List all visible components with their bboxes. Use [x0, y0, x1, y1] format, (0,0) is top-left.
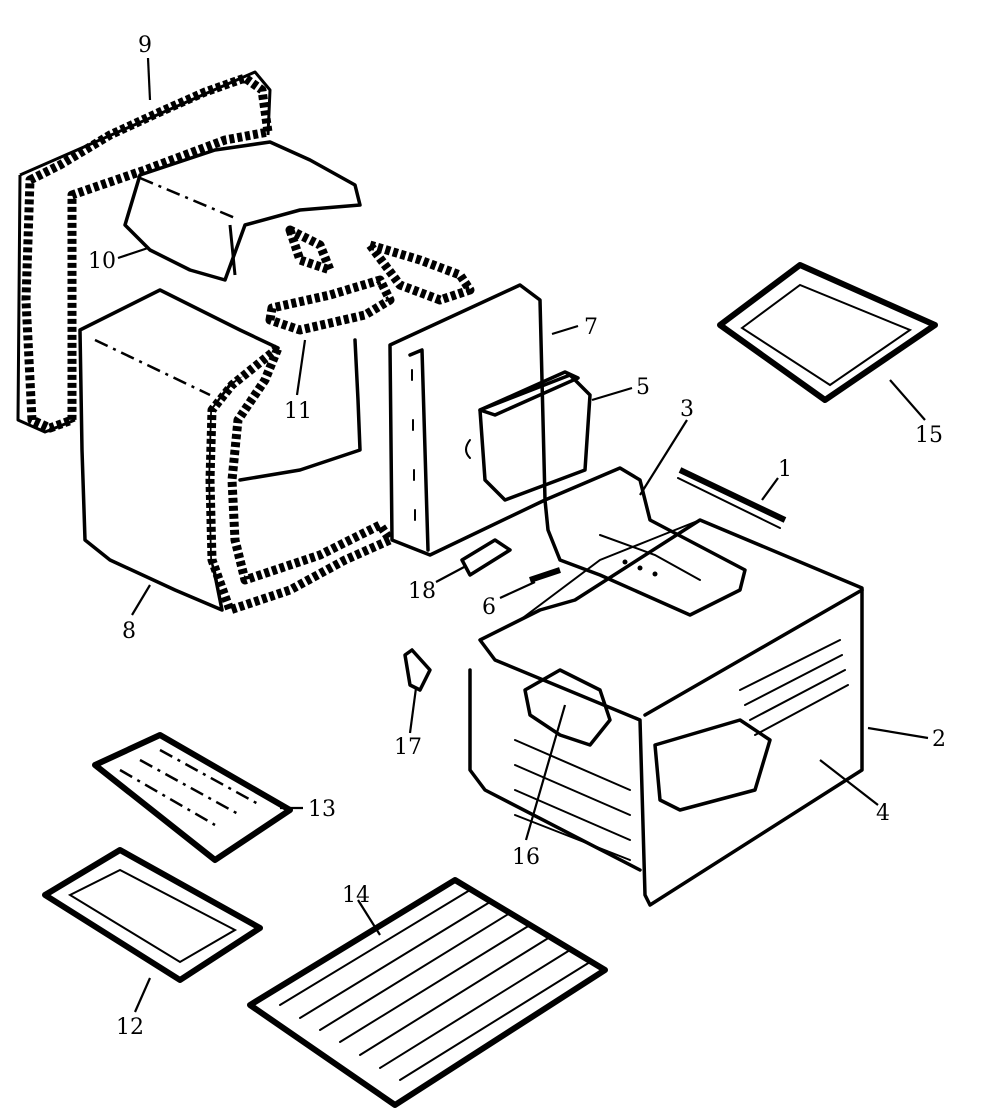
label-15: 15 [915, 423, 943, 448]
label-17: 17 [394, 735, 422, 760]
part-12-pan [42, 847, 263, 983]
part-8-wrap-insulation [78, 240, 475, 615]
label-14: 14 [342, 883, 370, 908]
label-7: 7 [584, 315, 598, 340]
part-13-grate [92, 732, 293, 863]
part-15-frame [717, 262, 938, 403]
leader-lines [117, 57, 929, 1013]
part-6-rod [529, 567, 561, 583]
part-5-vent [465, 370, 592, 502]
label-10: 10 [88, 249, 116, 274]
part-1-bar [677, 467, 787, 529]
label-16: 16 [512, 845, 540, 870]
label-18: 18 [408, 579, 436, 604]
label-1: 1 [778, 457, 792, 482]
part-17-clip [403, 648, 432, 692]
label-4: 4 [876, 801, 890, 826]
part-3-burner-box [543, 466, 747, 617]
label-2: 2 [932, 727, 946, 752]
part-labels: 9 10 11 8 7 5 3 1 15 2 4 6 18 17 16 13 1… [88, 33, 946, 1040]
label-6: 6 [482, 595, 496, 620]
part-7-liner-panel [388, 283, 547, 557]
part-10-top-insulation [123, 140, 362, 282]
label-12: 12 [116, 1015, 144, 1040]
label-3: 3 [680, 397, 694, 422]
label-11: 11 [284, 399, 312, 424]
part-2-oven-cavity [468, 518, 864, 907]
part-18-bracket [460, 538, 512, 577]
label-13: 13 [308, 797, 336, 822]
part-16-element [523, 668, 612, 747]
label-8: 8 [122, 619, 136, 644]
label-5: 5 [636, 375, 650, 400]
part-14-rack [247, 877, 608, 1108]
label-9: 9 [138, 33, 152, 58]
part-9-rear-insulation [16, 70, 273, 434]
part-11-insulation-piece [265, 225, 395, 335]
